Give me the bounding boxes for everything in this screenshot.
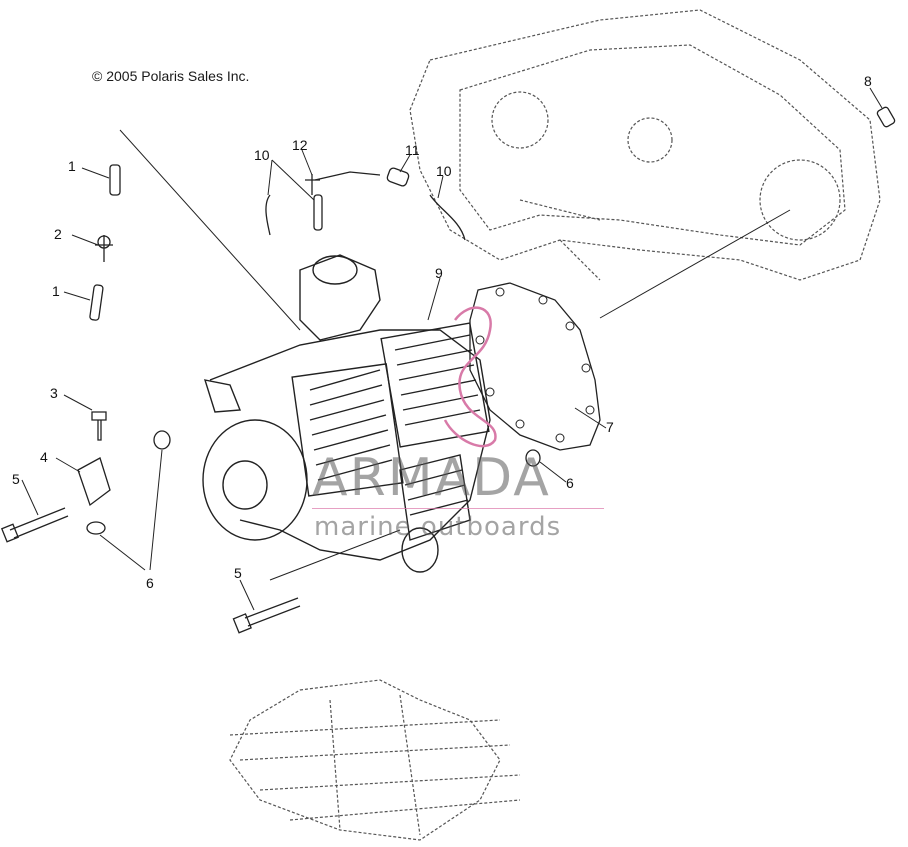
callout-label: 1 bbox=[52, 283, 60, 299]
watermark-logo-mark bbox=[443, 306, 497, 448]
callout-label: 1 bbox=[68, 158, 76, 174]
engine-assembly bbox=[202, 254, 491, 573]
sleeve-lower bbox=[89, 284, 104, 321]
callout-label: 3 bbox=[50, 385, 58, 401]
copyright-notice: © 2005 Polaris Sales Inc. bbox=[92, 68, 250, 84]
callout-label: 6 bbox=[146, 575, 154, 591]
grommet-upper bbox=[153, 430, 171, 450]
grommet-lower bbox=[86, 521, 106, 535]
watermark-rule bbox=[312, 508, 604, 509]
callout-label: 8 bbox=[864, 73, 872, 89]
callout-label: 6 bbox=[566, 475, 574, 491]
callout-label: 12 bbox=[292, 137, 308, 153]
grommet-right bbox=[525, 449, 541, 467]
callout-label: 2 bbox=[54, 226, 62, 242]
callout-label: 10 bbox=[436, 163, 452, 179]
callout-label: 5 bbox=[234, 565, 242, 581]
engine-frame bbox=[229, 679, 521, 841]
callout-label: 7 bbox=[606, 419, 614, 435]
tee-fitting bbox=[305, 174, 320, 195]
bolt-long-lower bbox=[244, 597, 301, 627]
vent-line bbox=[314, 171, 381, 181]
vent-hose-right bbox=[429, 194, 466, 241]
plug bbox=[876, 106, 896, 128]
gasket-bolt-holes bbox=[475, 287, 595, 443]
callout-label: 9 bbox=[435, 265, 443, 281]
callout-labels: 1 2 1 3 4 5 6 5 10 12 11 10 9 7 6 8 bbox=[12, 73, 872, 591]
leader-lines bbox=[21, 87, 883, 611]
callout-label: 5 bbox=[12, 471, 20, 487]
sleeve-upper bbox=[109, 164, 121, 196]
watermark-title: ARMADA bbox=[312, 448, 551, 508]
check-valve bbox=[386, 167, 410, 187]
front-cylinder bbox=[380, 322, 490, 448]
bolt-short bbox=[91, 411, 107, 441]
rear-cylinder bbox=[291, 363, 404, 497]
transmission-housing bbox=[409, 9, 881, 281]
callout-label: 10 bbox=[254, 147, 270, 163]
callout-label: 4 bbox=[40, 449, 48, 465]
bolt-long-left bbox=[9, 507, 69, 539]
mount-bracket bbox=[77, 457, 111, 507]
crankcase-gasket bbox=[469, 282, 601, 451]
carburetor bbox=[299, 254, 381, 341]
callout-label: 11 bbox=[405, 142, 420, 158]
watermark-subtitle: marine outboards bbox=[314, 512, 562, 542]
vent-hose-left bbox=[265, 194, 271, 236]
